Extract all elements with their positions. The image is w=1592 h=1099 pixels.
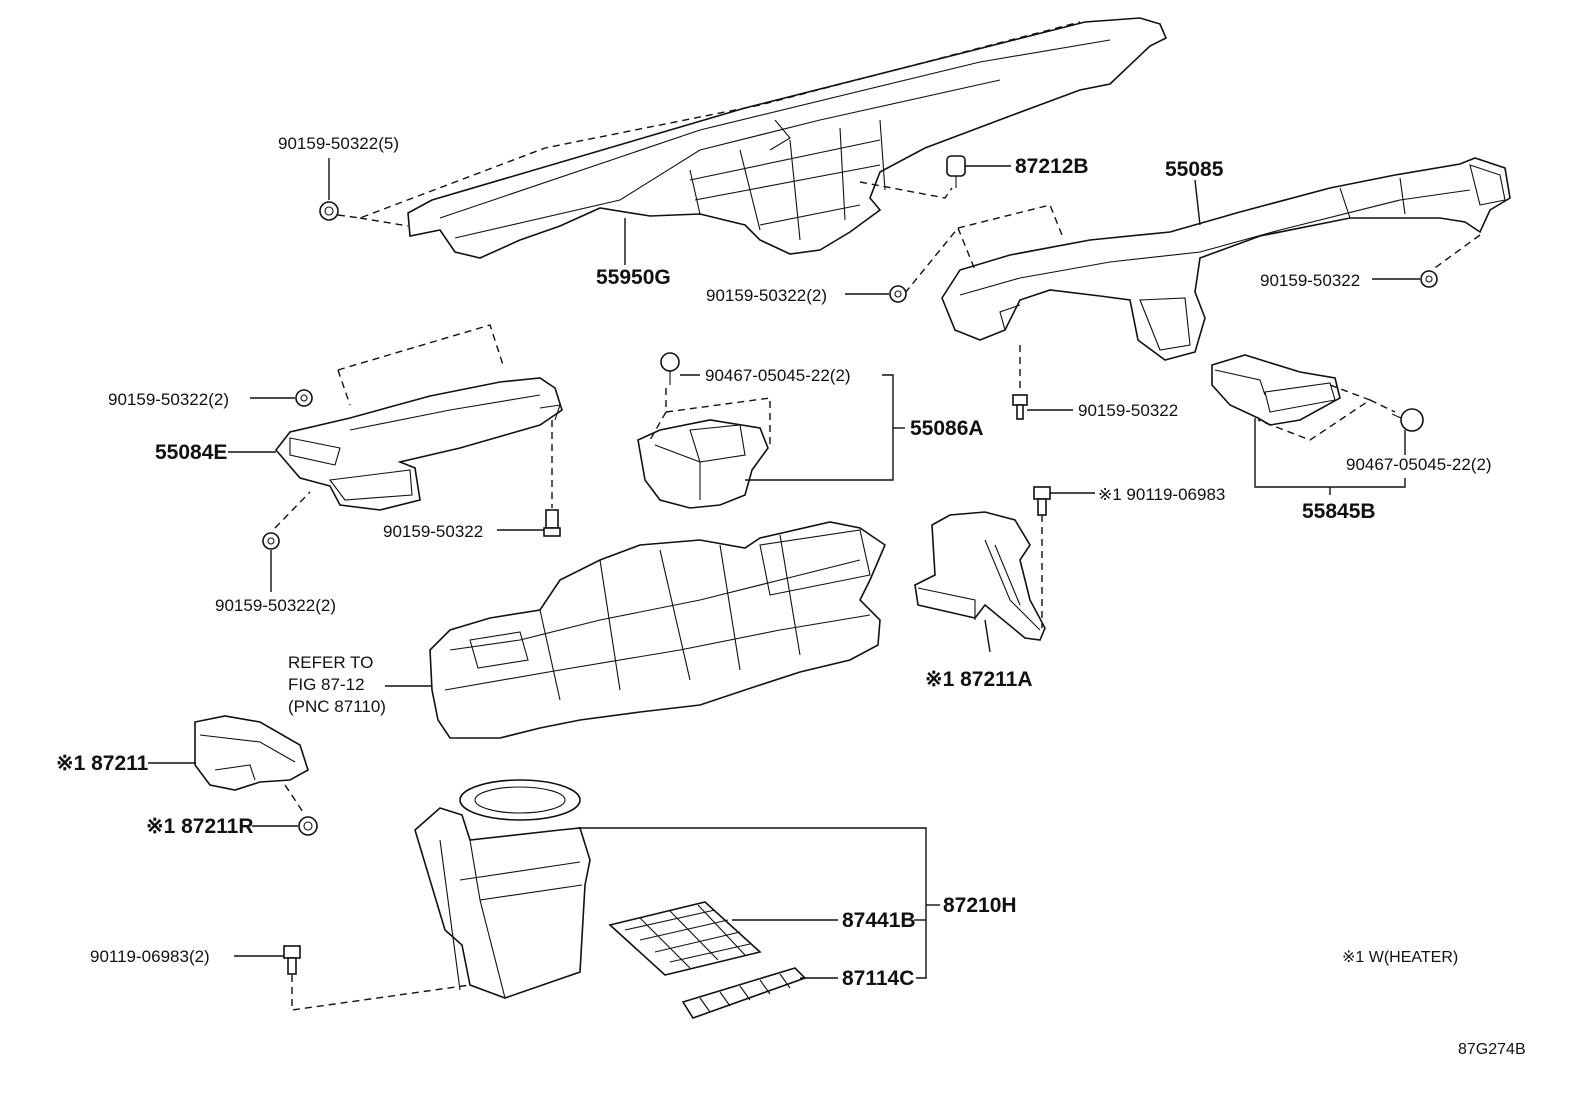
label-refer-line2: FIG 87-12: [288, 675, 365, 694]
label-90159-50322-2-left: 90159-50322(2): [108, 390, 229, 409]
label-87211a: ※1 87211A: [925, 668, 1033, 691]
bolt-90159-50322-center-icon: [1012, 394, 1028, 420]
label-90467-mid: 90467-05045-22(2): [705, 366, 851, 385]
footnote-heater: ※1 W(HEATER): [1342, 949, 1458, 966]
clip-90159-50322-5-icon: [319, 201, 339, 221]
clip-90467-right-icon: [1391, 408, 1424, 432]
label-90159-50322-2-bottom: 90159-50322(2): [215, 596, 336, 615]
clip-90467-mid-icon: [660, 352, 680, 385]
part-87211-duct: [194, 715, 309, 791]
label-90159-50322-2-top: 90159-50322(2): [706, 286, 827, 305]
diagram-code: 87G274B: [1458, 1041, 1526, 1058]
label-55085: 55085: [1165, 158, 1224, 181]
label-87114c: 87114C: [842, 967, 914, 990]
part-87211a-duct: [914, 511, 1046, 641]
label-87212b: 87212B: [1015, 155, 1089, 178]
part-87210h-blower: [414, 779, 591, 999]
label-87441b: 87441B: [842, 909, 916, 932]
label-55084e: 55084E: [155, 441, 227, 464]
label-55845b: 55845B: [1302, 500, 1376, 523]
part-55086a-duct: [637, 419, 769, 509]
clip-90159-50322-2-left-icon: [295, 389, 313, 407]
bolt-90159-50322-lower-icon: [543, 509, 561, 537]
clip-87211r-icon: [298, 816, 318, 836]
label-87211r: ※1 87211R: [146, 815, 254, 838]
label-90119-06983-2: 90119-06983(2): [90, 947, 210, 966]
part-55845b-duct: [1211, 354, 1341, 426]
label-87211: ※1 87211: [56, 752, 149, 775]
part-87114c-mesh: [681, 967, 807, 1019]
label-87210h: 87210H: [943, 894, 1017, 917]
label-55950g: 55950G: [596, 266, 671, 289]
part-55950g-panel: [407, 17, 1168, 259]
clip-87212b-icon: [946, 155, 966, 188]
bolt-90119-06983-right-icon: [1033, 486, 1051, 516]
label-90467-right: 90467-05045-22(2): [1346, 455, 1492, 474]
clip-90159-50322-right-icon: [1420, 270, 1438, 288]
label-refer-line1: REFER TO: [288, 653, 373, 672]
label-90119-06983-right: ※1 90119-06983: [1098, 485, 1225, 504]
part-heater-unit: [429, 521, 886, 739]
part-55085-duct: [941, 157, 1511, 361]
part-55084e-duct: [274, 377, 563, 511]
bolt-90119-06983-2-icon: [283, 945, 301, 975]
label-90159-50322-center: 90159-50322: [1078, 401, 1178, 420]
clip-90159-50322-2-top-icon: [889, 285, 907, 303]
label-refer-line3: (PNC 87110): [288, 697, 386, 716]
part-87441b-filter: [608, 901, 762, 976]
label-90159-50322-5: 90159-50322(5): [278, 134, 399, 153]
label-90159-50322-lower: 90159-50322: [383, 522, 483, 541]
label-55086a: 55086A: [910, 417, 984, 440]
clip-90159-50322-2-bottom-icon: [262, 532, 280, 550]
label-90159-50322-right: 90159-50322: [1260, 271, 1360, 290]
